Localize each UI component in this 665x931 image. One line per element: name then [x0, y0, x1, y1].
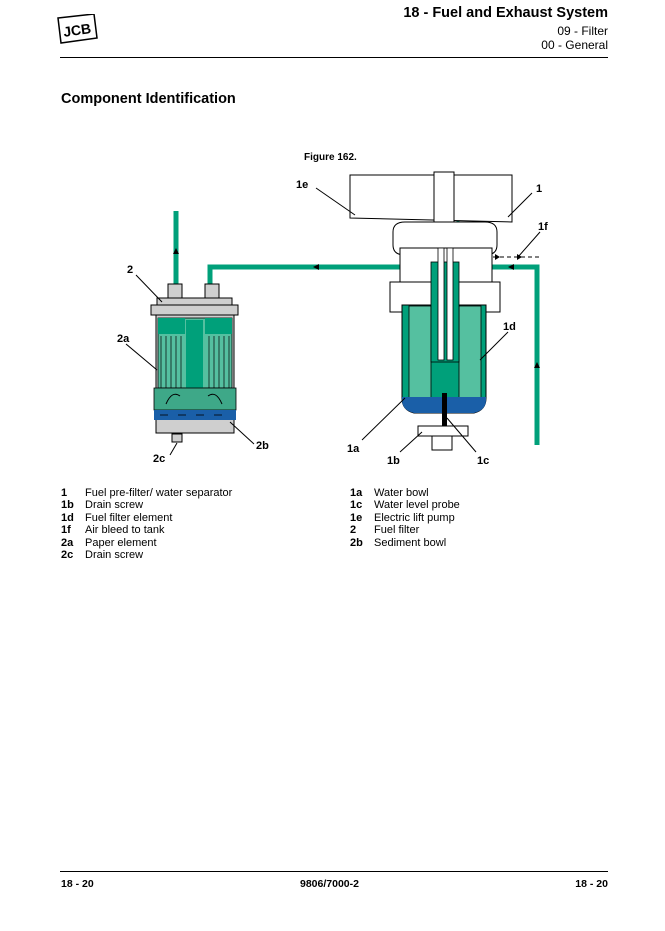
figure-caption: Figure 162. [304, 152, 357, 163]
header-rule [60, 57, 608, 58]
air-bleed-line [486, 254, 540, 260]
fuel-prefilter-separator [349, 171, 513, 451]
arrow-left-icon [313, 264, 319, 270]
legend-key: 2b [350, 536, 363, 549]
subsection-title: 09 - Filter [557, 24, 608, 38]
legend-label: Air bleed to tank [85, 524, 165, 537]
callout-leaders [125, 187, 541, 456]
legend-key: 1d [61, 511, 74, 524]
legend-item: 1e Electric lift pump [350, 512, 460, 524]
callout-2b: 2b [256, 440, 269, 452]
legend-item: 1c Water level probe [350, 499, 460, 511]
arrow-up-icon [534, 362, 540, 368]
arrow-up-icon [173, 248, 179, 254]
section-title: Component Identification [61, 91, 236, 107]
legend-item: 1b Drain screw [61, 499, 232, 511]
legend-right: 1a Water bowl 1c Water level probe 1e Elect… [350, 487, 460, 549]
legend-label: Fuel filter [374, 524, 420, 537]
legend-label: Electric lift pump [374, 511, 455, 524]
legend-key: 1f [61, 524, 71, 537]
page-number-right: 18 - 20 [575, 878, 608, 890]
legend-label: Drain screw [85, 549, 144, 562]
legend-label: Water level probe [374, 499, 460, 512]
legend-key: 2 [350, 524, 357, 537]
callout-1f: 1f [538, 221, 548, 233]
legend-label: Fuel filter element [85, 511, 173, 524]
page-number-left: 18 - 20 [61, 878, 94, 890]
fuel-system-diagram: 1e 1 1f 1d 1a 1b 1c 2 2a 2b 2c [117, 171, 548, 467]
legend-label: Paper element [85, 536, 157, 549]
legend-item: 2a Paper element [61, 537, 232, 549]
callout-1: 1 [536, 183, 542, 195]
legend-label: Drain screw [85, 499, 144, 512]
legend-item: 1 Fuel pre-filter/ water separator [61, 487, 232, 499]
legend-key: 1 [61, 487, 68, 499]
legend-key: 2c [61, 549, 74, 562]
callout-2a: 2a [117, 333, 130, 345]
callout-1a: 1a [347, 443, 360, 455]
callout-1d: 1d [503, 321, 516, 333]
chapter-title: 18 - Fuel and Exhaust System [403, 5, 608, 21]
legend-label: Water bowl [374, 487, 429, 499]
legend-item: 2 Fuel filter [350, 524, 460, 536]
legend-item: 2c Drain screw [61, 549, 232, 561]
pipe-tank-to-separator [485, 264, 540, 445]
document-number: 9806/7000-2 [300, 878, 359, 890]
legend-item: 1d Fuel filter element [61, 512, 232, 524]
footer-rule [60, 871, 608, 872]
callout-1e: 1e [296, 179, 308, 191]
legend-label: Fuel pre-filter/ water separator [85, 487, 233, 499]
legend-label: Sediment bowl [374, 536, 447, 549]
logo-text: JCB [62, 20, 92, 40]
callout-1b: 1b [387, 455, 400, 467]
legend-key: 1a [350, 487, 363, 499]
fuel-filter [150, 283, 239, 443]
callout-2c: 2c [153, 453, 165, 465]
legend-key: 1e [350, 511, 363, 524]
subsubsection-title: 00 - General [541, 38, 608, 52]
arrow-left-icon [508, 264, 514, 270]
legend-key: 2a [61, 536, 74, 549]
callout-1c: 1c [477, 455, 489, 467]
legend-item: 2b Sediment bowl [350, 537, 460, 549]
pipe-separator-to-filter [207, 264, 420, 320]
legend-item: 1f Air bleed to tank [61, 524, 232, 536]
jcb-logo: JCB [57, 14, 98, 44]
legend-item: 1a Water bowl [350, 487, 460, 499]
legend-key: 1c [350, 499, 363, 512]
legend-key: 1b [61, 499, 74, 512]
callout-2: 2 [127, 264, 133, 276]
